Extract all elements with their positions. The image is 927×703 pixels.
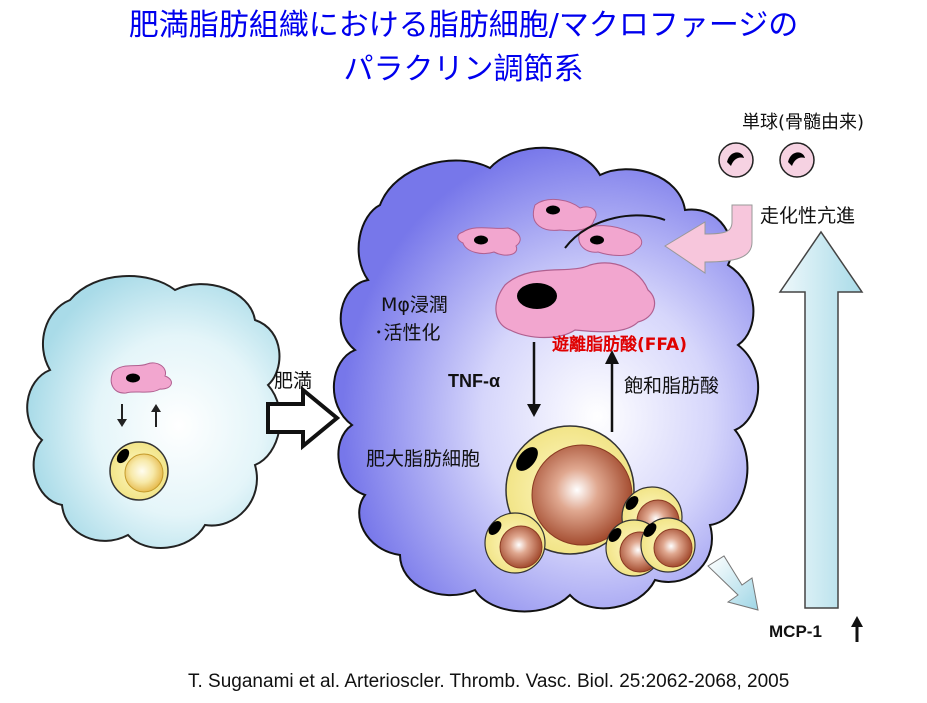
down-arrow-icon <box>117 404 127 427</box>
mcp1-up-arrow-icon <box>851 616 863 642</box>
macrophage-activation-label: ･活性化 <box>374 322 441 344</box>
large-adipocyte <box>505 425 635 555</box>
ffa-up-arrow <box>605 350 619 432</box>
chemotaxis-up-arrow <box>778 230 864 609</box>
lean-macrophage <box>110 362 172 394</box>
mcp1-secretion-arrow <box>707 555 759 611</box>
macrophage-large <box>495 262 656 339</box>
hollow-right-arrow-icon <box>266 385 341 451</box>
monocyte-2 <box>779 142 815 178</box>
title-line-1: 肥満脂肪組織における脂肪細胞/マクロファージの <box>128 8 799 43</box>
macrophage-top <box>532 198 597 232</box>
obesity-label: 肥満 <box>274 370 313 392</box>
tnf-down-arrow <box>527 342 541 417</box>
chemotaxis-label: 走化性亢進 <box>760 205 856 227</box>
macrophage-left <box>457 227 521 256</box>
title-line-2: パラクリン調節系 <box>343 52 584 87</box>
tnf-alpha-label: TNF-α <box>448 371 501 391</box>
lean-adipocyte <box>109 441 169 501</box>
hypertrophic-adipocyte-label: 肥大脂肪細胞 <box>366 448 481 470</box>
saturated-fatty-acid-label: 飽和脂肪酸 <box>624 375 720 397</box>
mcp1-label: MCP-1 <box>769 622 822 641</box>
citation: T. Suganami et al. Arterioscler. Thromb.… <box>188 671 790 692</box>
adipocyte-small-4 <box>640 517 696 573</box>
lean-adipose-tissue <box>26 275 282 549</box>
monocyte-label: 単球(骨髄由来) <box>742 112 865 133</box>
adipocyte-small-1 <box>484 512 546 574</box>
up-arrow-icon <box>151 404 161 427</box>
ffa-label: 遊離脂肪酸(FFA) <box>552 335 687 355</box>
infiltration-curve <box>564 214 666 249</box>
macrophage-right <box>578 225 643 256</box>
monocyte-recruitment-arrow <box>664 204 753 274</box>
monocyte-1 <box>718 142 754 178</box>
macrophage-infiltration-label: Mφ浸潤 <box>381 294 448 316</box>
